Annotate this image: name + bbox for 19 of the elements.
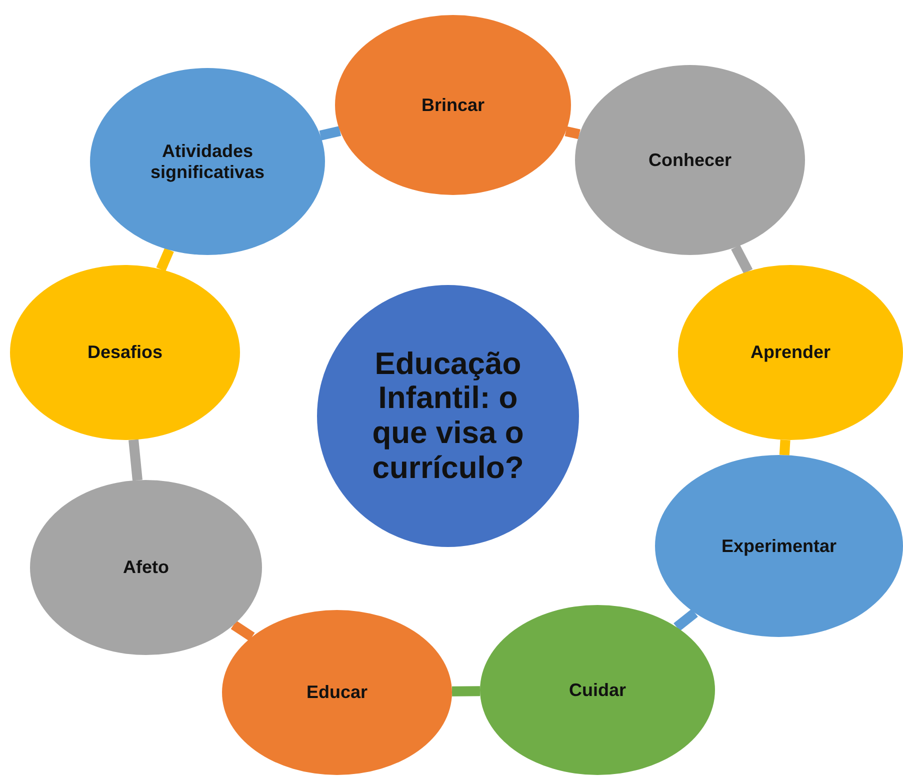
connector-line <box>128 439 142 481</box>
connector-line <box>779 440 790 456</box>
connector-line <box>731 244 753 274</box>
topic-label: Cuidar <box>568 680 626 700</box>
topic-label: Brincar <box>421 94 485 116</box>
topic-label: Experimentar <box>721 536 837 556</box>
connector-line <box>156 248 174 272</box>
central-title: Educação Infantil: o que visa o currículo? <box>371 346 525 486</box>
topic-label: Conhecer <box>648 150 732 170</box>
connector-line <box>319 126 342 140</box>
topic-label: Afeto <box>123 557 169 578</box>
connector-line <box>230 620 255 642</box>
connector-line <box>564 126 580 140</box>
connector-line <box>452 686 480 696</box>
topic-label: Atividades significativas <box>149 140 266 182</box>
connector-line <box>674 608 698 632</box>
topic-label: Educar <box>306 682 368 703</box>
topic-label: Desafios <box>87 342 163 363</box>
topic-label: Aprender <box>750 342 830 363</box>
